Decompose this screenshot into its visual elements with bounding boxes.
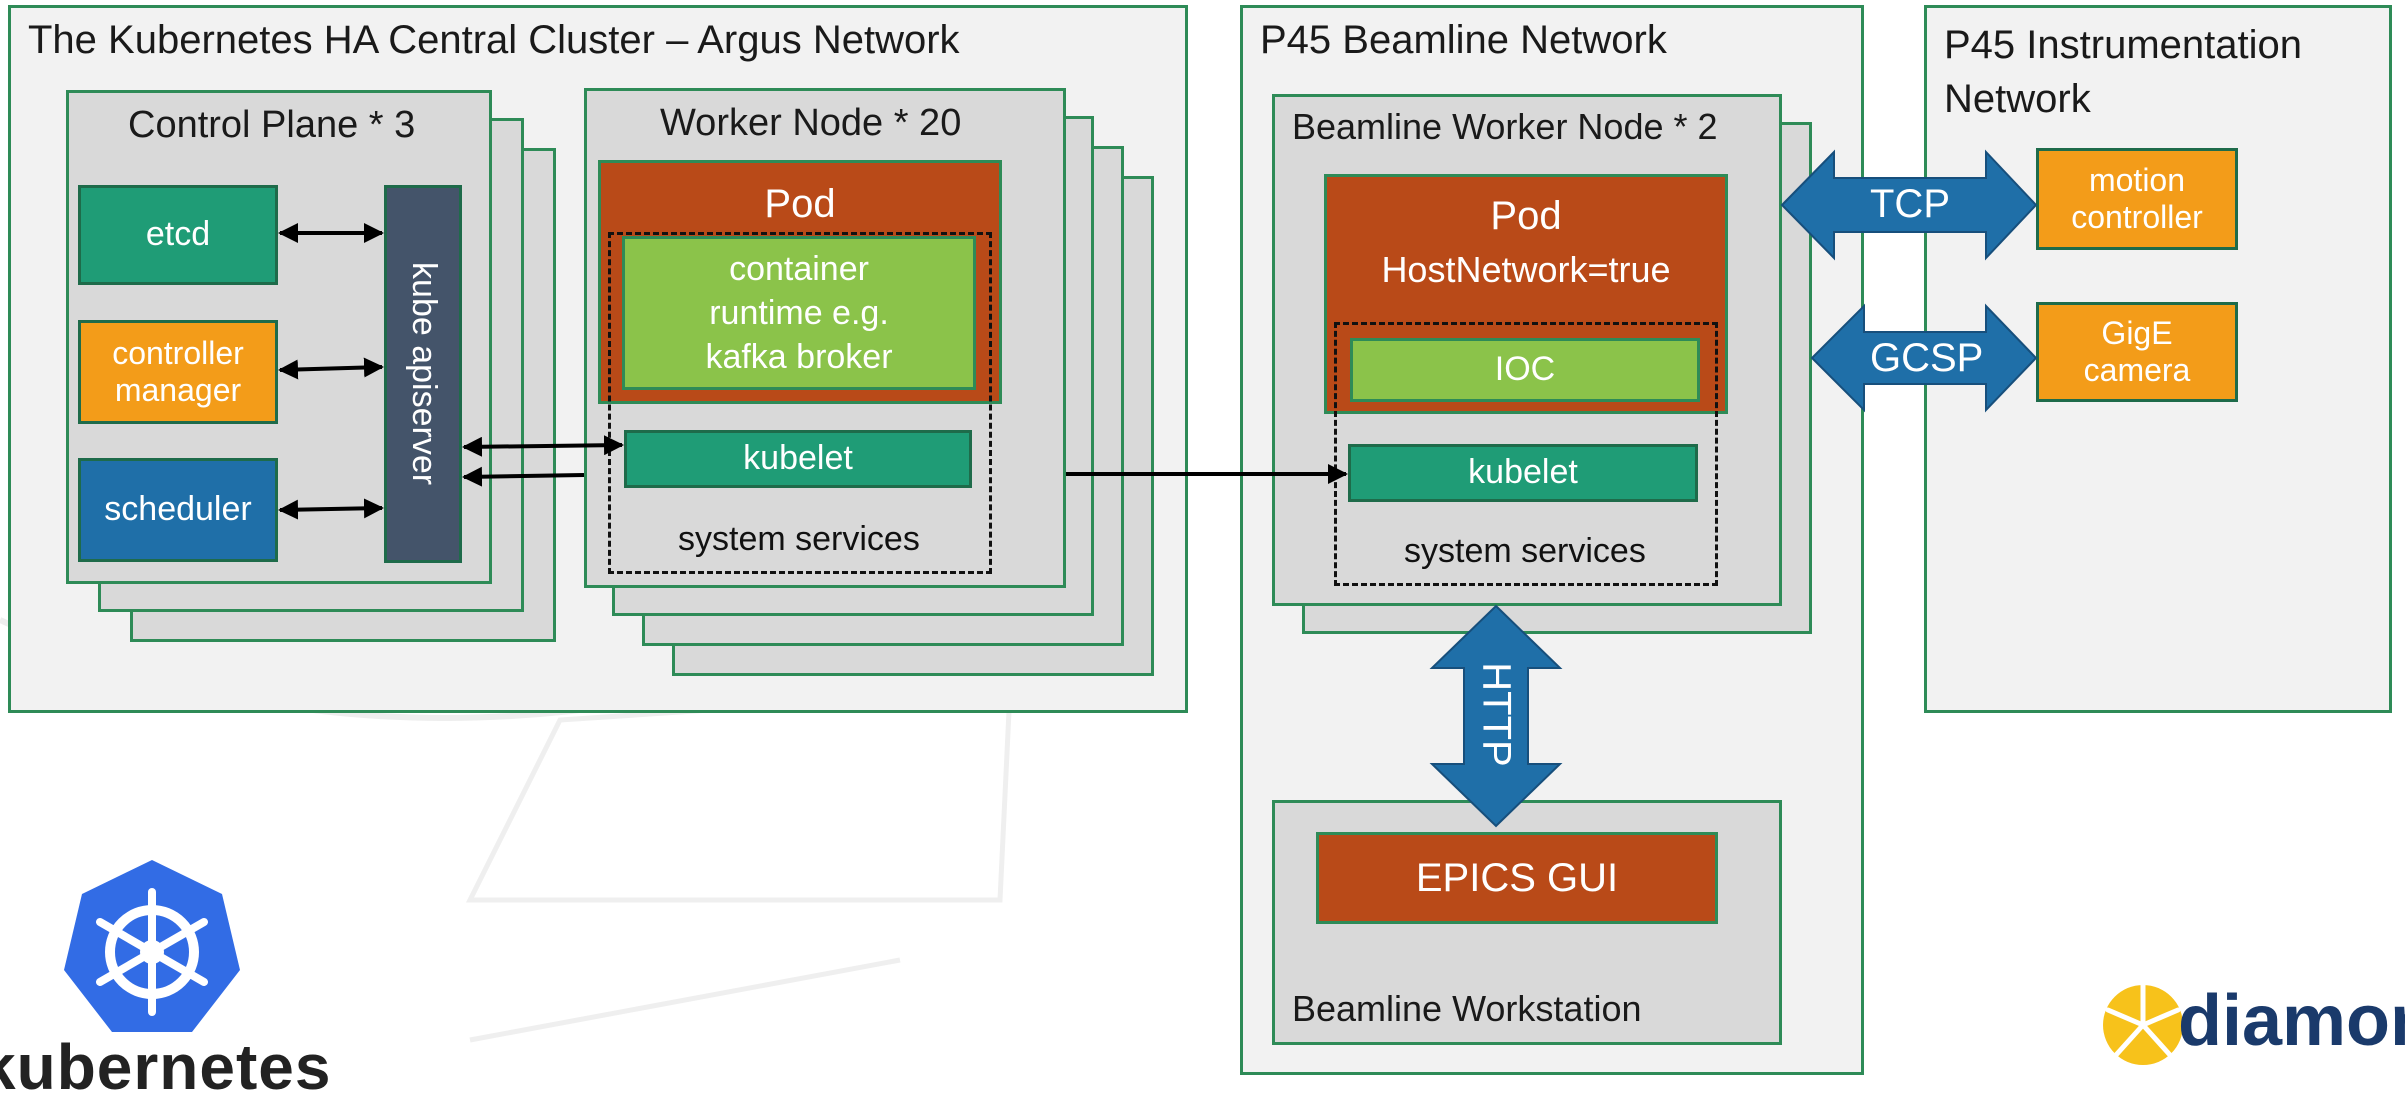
tcp-label: TCP: [1870, 182, 1950, 226]
kubelet-to-apiserver-arrow: [462, 466, 585, 487]
http-label: HTTP: [1474, 662, 1519, 767]
beamline-network-title: P45 Beamline Network: [1260, 18, 1667, 62]
ioc-box: IOC: [1350, 338, 1700, 402]
gige-camera-label: GigE camera: [2083, 315, 2191, 388]
gcsp-double-arrow: [1810, 303, 2038, 413]
instrumentation-network-title: P45 Instrumentation Network: [1944, 18, 2364, 126]
kube-apiserver-box: kube apiserver: [384, 185, 462, 563]
worker-kubelet-box: kubelet: [624, 430, 972, 488]
gcsp-label: GCSP: [1870, 336, 1984, 380]
central-cluster-title: The Kubernetes HA Central Cluster – Argu…: [28, 18, 960, 62]
worker-pod-label: Pod: [764, 182, 836, 226]
gige-camera-box: GigE camera: [2036, 302, 2238, 402]
apiserver-to-kubelet-arrow: [462, 435, 624, 457]
diamond-logo-text: diamond: [2178, 981, 2405, 1061]
container-runtime-label: container runtime e.g. kafka broker: [705, 249, 893, 377]
tcp-double-arrow: [1780, 149, 2038, 261]
beamline-pod-hostnetwork-label: HostNetwork=true: [1381, 249, 1671, 290]
container-runtime-box: container runtime e.g. kafka broker: [622, 236, 976, 390]
diamond-logo-icon: [2103, 982, 2183, 1065]
beamline-workstation-title: Beamline Workstation: [1292, 988, 1642, 1029]
motion-controller-label: motion controller: [2071, 162, 2203, 235]
beamline-worker-title: Beamline Worker Node * 2: [1292, 106, 1718, 147]
instrumentation-network-title-text: P45 Instrumentation Network: [1944, 23, 2302, 121]
controller-manager-box: controller manager: [78, 320, 278, 424]
scheduler-box: scheduler: [78, 458, 278, 562]
etcd-box: etcd: [78, 185, 278, 285]
beamline-system-services-boundary: [1334, 322, 1718, 586]
beamline-system-services-label: system services: [1404, 532, 1646, 570]
kubernetes-logo-icon: [64, 860, 240, 1032]
worker-system-services-label: system services: [678, 520, 920, 558]
motion-controller-box: motion controller: [2036, 148, 2238, 250]
http-double-arrow: [1429, 604, 1563, 828]
beamline-kubelet-box: kubelet: [1348, 444, 1698, 502]
controller-apiserver-arrow: [278, 357, 384, 380]
worker-system-services-boundary: [608, 232, 992, 574]
worker-node-title: Worker Node * 20: [660, 102, 962, 144]
connectors-layer: [278, 149, 2038, 828]
epics-gui-box: EPICS GUI: [1316, 832, 1718, 924]
beamline-pod-label: Pod: [1490, 194, 1562, 238]
kubernetes-logo-text: kubernetes: [0, 1031, 332, 1103]
control-plane-title: Control Plane * 3: [128, 104, 416, 146]
scheduler-apiserver-arrow: [278, 498, 384, 520]
